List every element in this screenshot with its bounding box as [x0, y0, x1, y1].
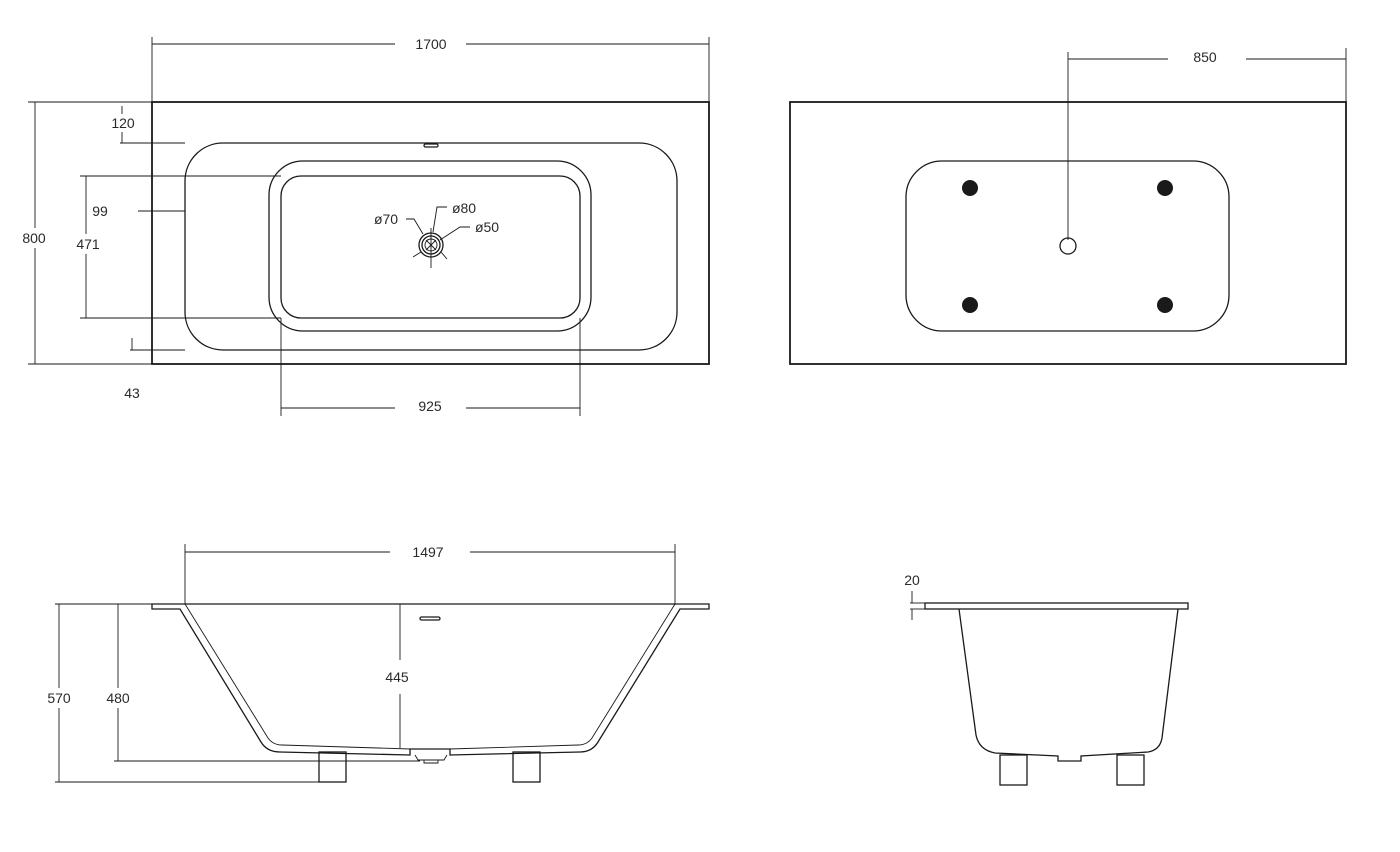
dim-overall-width: 800 — [22, 230, 46, 246]
dim-rim-thickness: 20 — [904, 572, 920, 588]
foot — [1116, 754, 1145, 786]
tub-outline — [151, 101, 710, 365]
dim-inner-depth: 445 — [385, 669, 409, 685]
foot-marker — [1157, 180, 1173, 196]
dim-basin-length: 925 — [418, 398, 442, 414]
bottom-view: 850 — [789, 48, 1347, 365]
side-view: 1497 445 480 570 — [42, 544, 710, 783]
dim-total-height: 570 — [47, 690, 71, 706]
foot-marker — [1157, 297, 1173, 313]
drain-marker — [1059, 237, 1077, 255]
rim-end — [924, 602, 1189, 610]
dim-overall-length: 1700 — [415, 36, 446, 52]
dim-drain-80: ø80 — [452, 200, 476, 216]
overflow-slot — [423, 143, 439, 148]
drain — [406, 206, 470, 268]
dim-basin-width: 471 — [76, 236, 100, 252]
rim-inner-edge — [184, 142, 678, 351]
dim-drain-50: ø50 — [475, 219, 499, 235]
dim-body-height: 480 — [106, 690, 130, 706]
tub-side-outline — [151, 603, 710, 756]
tub-end-outline — [958, 608, 1179, 762]
overflow-slot-side — [419, 616, 441, 621]
foot-marker — [962, 297, 978, 313]
dim-inner-length: 1497 — [412, 544, 443, 560]
base-outline — [905, 160, 1230, 332]
dim-rim-side: 99 — [92, 203, 108, 219]
foot — [999, 754, 1028, 786]
dim-drain-70: ø70 — [374, 211, 398, 227]
end-view: 20 — [904, 572, 1189, 786]
dim-drain-offset: 850 — [1193, 49, 1217, 65]
foot-marker — [962, 180, 978, 196]
dim-rim-top: 120 — [111, 115, 135, 131]
dim-rim-bottom: 43 — [124, 385, 140, 401]
tub-inner-wall — [184, 603, 676, 750]
plan-view: ø70 ø80 ø50 1700 800 120 99 471 43 — [18, 36, 710, 416]
basin-outer — [268, 160, 592, 332]
foot — [318, 751, 347, 783]
foot — [512, 751, 541, 783]
drain-fitting — [414, 754, 448, 764]
basin-inner — [280, 175, 581, 319]
